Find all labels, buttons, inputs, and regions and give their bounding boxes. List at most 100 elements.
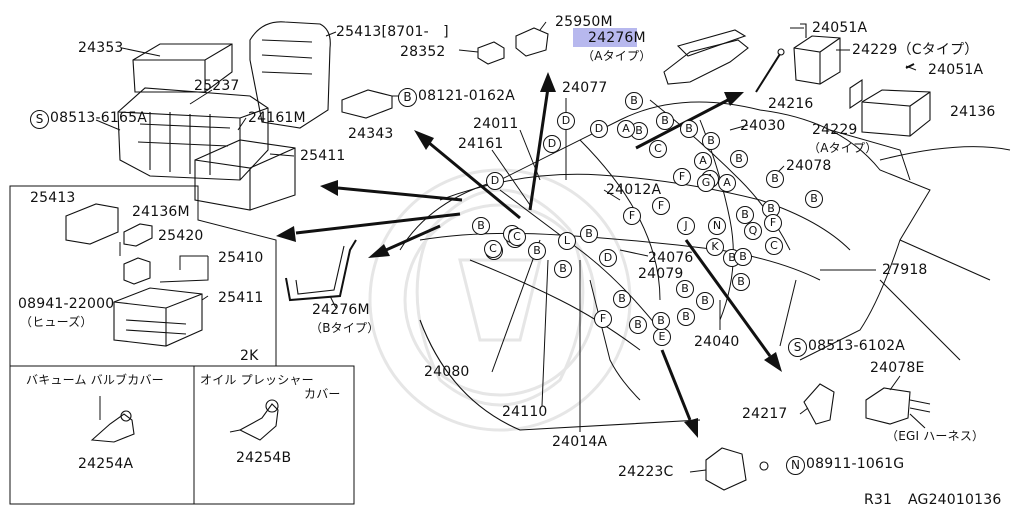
connector-marker: B	[680, 120, 698, 138]
label-24276M-a-type: （Aタイプ）	[582, 49, 652, 63]
label-25237[interactable]: 25237	[194, 78, 240, 94]
label-24110[interactable]: 24110	[502, 404, 548, 420]
label-24229-c[interactable]: 24229（Cタイプ）	[852, 42, 979, 58]
label-25950M[interactable]: 25950M	[555, 14, 613, 30]
label-08911-1061G[interactable]: 08911-1061G	[806, 456, 905, 472]
symbol-s-marker: S	[30, 110, 49, 129]
label-24040[interactable]: 24040	[694, 334, 740, 350]
watermark-emblem	[368, 168, 632, 432]
connector-marker: F	[764, 214, 782, 232]
footer-code: AG24010136	[908, 492, 1002, 508]
fuse-box-lid	[132, 43, 233, 93]
symbol-n-marker: N	[786, 456, 805, 475]
connector-marker: D	[557, 112, 575, 130]
connector-marker: F	[673, 168, 691, 186]
connector-marker: B	[554, 260, 572, 278]
label-24216[interactable]: 24216	[768, 96, 814, 112]
connector-marker: K	[706, 238, 724, 256]
connector-marker: B	[734, 248, 752, 266]
direction-arrows	[276, 72, 782, 438]
label-24078[interactable]: 24078	[786, 158, 832, 174]
connector-marker: B	[736, 206, 754, 224]
connector-marker: E	[653, 328, 671, 346]
bracket-a	[663, 29, 749, 85]
label-25413-top[interactable]: 25413[8701- ]	[336, 24, 449, 40]
connector-marker: B	[696, 292, 714, 310]
connector-marker: B	[730, 150, 748, 168]
connector-marker: B	[629, 316, 647, 334]
connector-marker: B	[702, 132, 720, 150]
connector-marker: G	[697, 174, 715, 192]
label-24254B[interactable]: 24254B	[236, 450, 292, 466]
label-24353[interactable]: 24353	[78, 40, 124, 56]
label-25420[interactable]: 25420	[158, 228, 204, 244]
label-24012A[interactable]: 24012A	[606, 182, 662, 198]
label-28352[interactable]: 28352	[400, 44, 446, 60]
connector-marker: C	[765, 237, 783, 255]
connector-marker: D	[543, 135, 561, 153]
label-24136[interactable]: 24136	[950, 104, 996, 120]
label-24343[interactable]: 24343	[348, 126, 394, 142]
connector-marker: A	[718, 174, 736, 192]
relay-cover	[249, 21, 331, 129]
label-25411-top[interactable]: 25411	[300, 148, 346, 164]
label-25410[interactable]: 25410	[218, 250, 264, 266]
connector-marker: B	[676, 280, 694, 298]
connector-marker: B	[528, 242, 546, 260]
label-08121-0162A[interactable]: 08121-0162A	[418, 88, 515, 104]
leader-lines	[95, 21, 917, 473]
connector-marker: B	[613, 290, 631, 308]
connector-marker: B	[805, 190, 823, 208]
connector-marker: F	[623, 207, 641, 225]
label-24217[interactable]: 24217	[742, 406, 788, 422]
panel-frames	[9, 185, 355, 505]
label-24136M[interactable]: 24136M	[132, 204, 190, 220]
highlight-part-24276M	[573, 28, 637, 47]
connector-marker: J	[677, 217, 695, 235]
label-24014A[interactable]: 24014A	[552, 434, 608, 450]
footer-model: R31	[864, 492, 893, 508]
connector-marker: F	[652, 197, 670, 215]
label-24011[interactable]: 24011	[473, 116, 519, 132]
label-24223C[interactable]: 24223C	[618, 464, 674, 480]
connector-marker: A	[694, 152, 712, 170]
connector-marker: N	[708, 217, 726, 235]
label-24076[interactable]: 24076	[648, 250, 694, 266]
label-24080[interactable]: 24080	[424, 364, 470, 380]
connector-marker: D	[590, 120, 608, 138]
connector-marker: B	[625, 92, 643, 110]
label-24229-a-type: （Aタイプ）	[808, 141, 878, 155]
label-08941-22000[interactable]: 08941-22000	[18, 296, 115, 312]
label-24161M[interactable]: 24161M	[248, 110, 306, 126]
label-24051A-2[interactable]: 24051A	[928, 62, 984, 78]
label-24254A[interactable]: 24254A	[78, 456, 134, 472]
connector-marker: Q	[744, 222, 762, 240]
label-27918[interactable]: 27918	[882, 262, 928, 278]
relay-bracket-c	[793, 23, 841, 85]
connector-marker: B	[766, 170, 784, 188]
label-24276M-a[interactable]: 24276M	[588, 30, 646, 46]
connector-marker: B	[677, 308, 695, 326]
symbol-s-marker-2: S	[788, 338, 807, 357]
label-24051A-1[interactable]: 24051A	[812, 20, 868, 36]
connector-marker: C	[649, 140, 667, 158]
label-24030[interactable]: 24030	[740, 118, 786, 134]
label-24079[interactable]: 24079	[638, 266, 684, 282]
label-08513-6102A[interactable]: 08513-6102A	[808, 338, 905, 354]
label-25411-box[interactable]: 25411	[218, 290, 264, 306]
connector-marker: D	[486, 172, 504, 190]
label-24077[interactable]: 24077	[562, 80, 608, 96]
label-24078E[interactable]: 24078E	[870, 360, 925, 376]
connector-marker: B	[652, 312, 670, 330]
connector-marker: F	[594, 310, 612, 328]
label-24276M-b[interactable]: 24276M	[312, 302, 370, 318]
label-08513-6165A[interactable]: 08513-6165A	[50, 110, 147, 126]
label-24229-a[interactable]: 24229	[812, 122, 858, 138]
connector-marker: L	[558, 232, 576, 250]
relay-box-24136	[861, 89, 931, 137]
label-25413-box[interactable]: 25413	[30, 190, 76, 206]
label-24161[interactable]: 24161	[458, 136, 504, 152]
connector-marker: D	[599, 249, 617, 267]
